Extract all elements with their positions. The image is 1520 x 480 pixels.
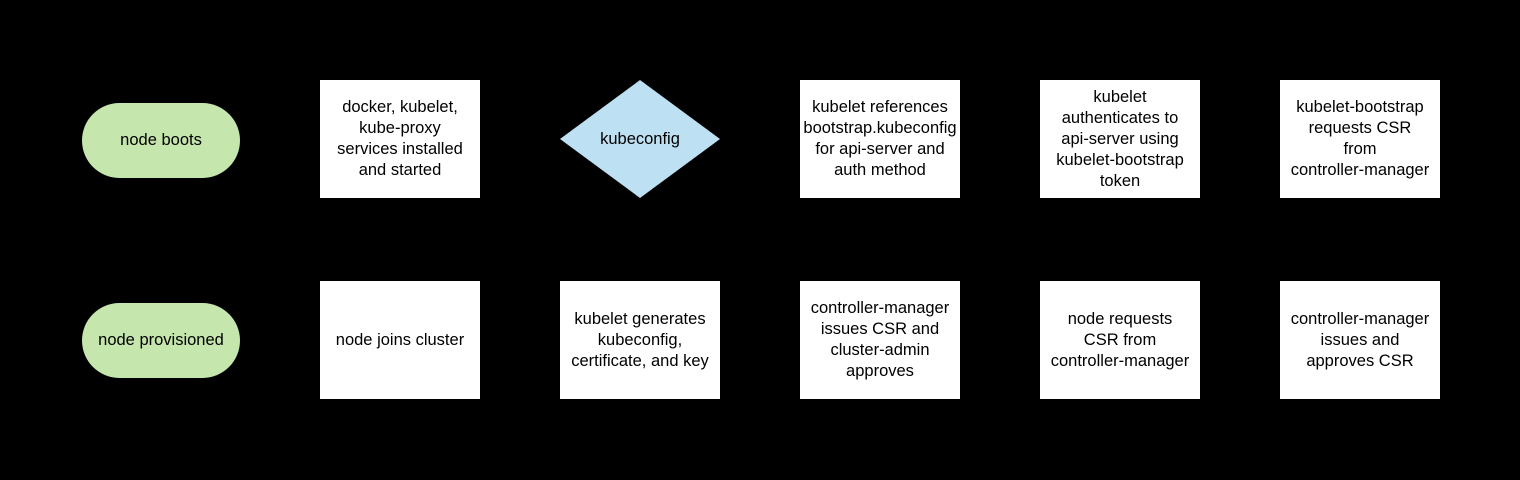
decision-kubeconfig: kubeconfig: [560, 80, 720, 198]
process-kubelet-authenticates: kubelet authenticates to api-server usin…: [1040, 80, 1200, 198]
process-kubelet-references-bootstrap-kubeconfig: kubelet references bootstrap.kubeconfig …: [800, 80, 960, 198]
terminator-node-provisioned: node provisioned: [82, 303, 240, 378]
process-node-requests-csr: node requests CSR from controller-manage…: [1040, 281, 1200, 399]
process-node-joins-cluster: node joins cluster: [320, 281, 480, 399]
terminator-node-boots: node boots: [82, 103, 240, 178]
process-kubelet-generates-kubeconfig: kubelet generates kubeconfig, certificat…: [560, 281, 720, 399]
process-kubelet-bootstrap-requests-csr: kubelet-bootstrap requests CSR from cont…: [1280, 80, 1440, 198]
process-cm-issues-and-approves-csr: controller-manager issues and approves C…: [1280, 281, 1440, 399]
process-cm-issues-csr-cluster-admin-approves: controller-manager issues CSR and cluste…: [800, 281, 960, 399]
process-services-installed: docker, kubelet, kube-proxy services ins…: [320, 80, 480, 198]
